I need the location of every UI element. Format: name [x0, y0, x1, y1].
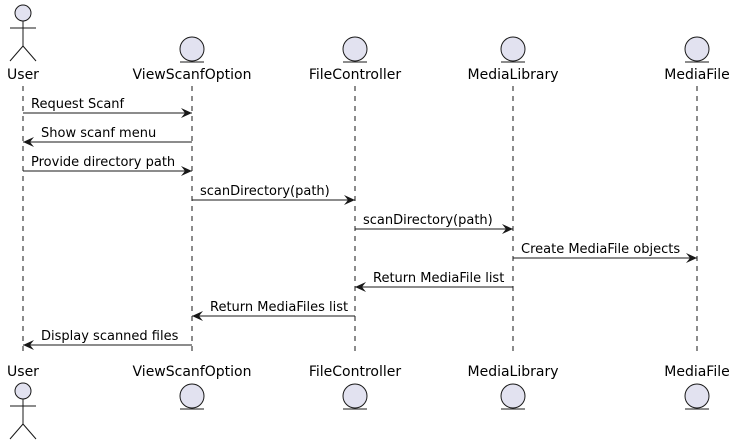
participant-label-user-bottom: User [7, 364, 39, 380]
message-5-scandirectory-path: scanDirectory(path) [355, 213, 513, 234]
actor-user-bottom-stick-figure-icon [9, 382, 37, 440]
message-1-request-scanf: Request Scanf [23, 97, 192, 118]
participant-label-viewscanfoption-top: ViewScanfOption [133, 67, 252, 83]
entity-mediafile-bottom-entity-circle-icon [684, 383, 710, 410]
participant-label-medialibrary-top: MediaLibrary [468, 67, 559, 83]
message-label: Show scanf menu [41, 126, 156, 141]
message-label: Display scanned files [41, 329, 179, 344]
participant-label-filecontroller-bottom: FileController [309, 364, 402, 380]
message-label: Provide directory path [31, 155, 175, 170]
message-label: Request Scanf [31, 97, 125, 112]
message-label: scanDirectory(path) [363, 213, 493, 228]
message-7-return-mediafile-list: Return MediaFile list [355, 271, 513, 292]
actor-user-top-stick-figure-icon [9, 4, 37, 62]
entity-mediafile-top-entity-circle-icon [684, 36, 710, 63]
message-9-display-scanned-files: Display scanned files [23, 329, 192, 350]
message-8-return-mediafiles-list: Return MediaFiles list [192, 300, 355, 321]
entity-filecontroller-top-entity-circle-icon [342, 36, 368, 63]
participant-label-medialibrary-bottom: MediaLibrary [468, 364, 559, 380]
message-2-show-scanf-menu: Show scanf menu [23, 126, 192, 147]
participants-bottom: User ViewScanfOption FileController MediaLi… [7, 364, 730, 440]
entity-viewscanfoption-top-entity-circle-icon [179, 36, 205, 63]
entity-medialibrary-bottom-entity-circle-icon [500, 383, 526, 410]
entity-medialibrary-top-entity-circle-icon [500, 36, 526, 63]
message-label: scanDirectory(path) [200, 184, 330, 199]
entity-filecontroller-bottom-entity-circle-icon [342, 383, 368, 410]
participant-label-filecontroller-top: FileController [309, 67, 402, 83]
participant-label-mediafile-top: MediaFile [664, 67, 729, 83]
message-4-scandirectory-path: scanDirectory(path) [192, 184, 355, 205]
message-6-create-mediafile-objects: Create MediaFile objects [513, 242, 697, 263]
message-3-provide-directory-path: Provide directory path [23, 155, 192, 176]
message-label: Return MediaFile list [373, 271, 504, 286]
participant-label-user-top: User [7, 67, 39, 83]
message-label: Return MediaFiles list [210, 300, 348, 315]
message-label: Create MediaFile objects [521, 242, 680, 257]
entity-viewscanfoption-bottom-entity-circle-icon [179, 383, 205, 410]
participant-label-mediafile-bottom: MediaFile [664, 364, 729, 380]
participants-top: User ViewScanfOption FileController MediaLi… [7, 4, 730, 83]
participant-label-viewscanfoption-bottom: ViewScanfOption [133, 364, 252, 380]
